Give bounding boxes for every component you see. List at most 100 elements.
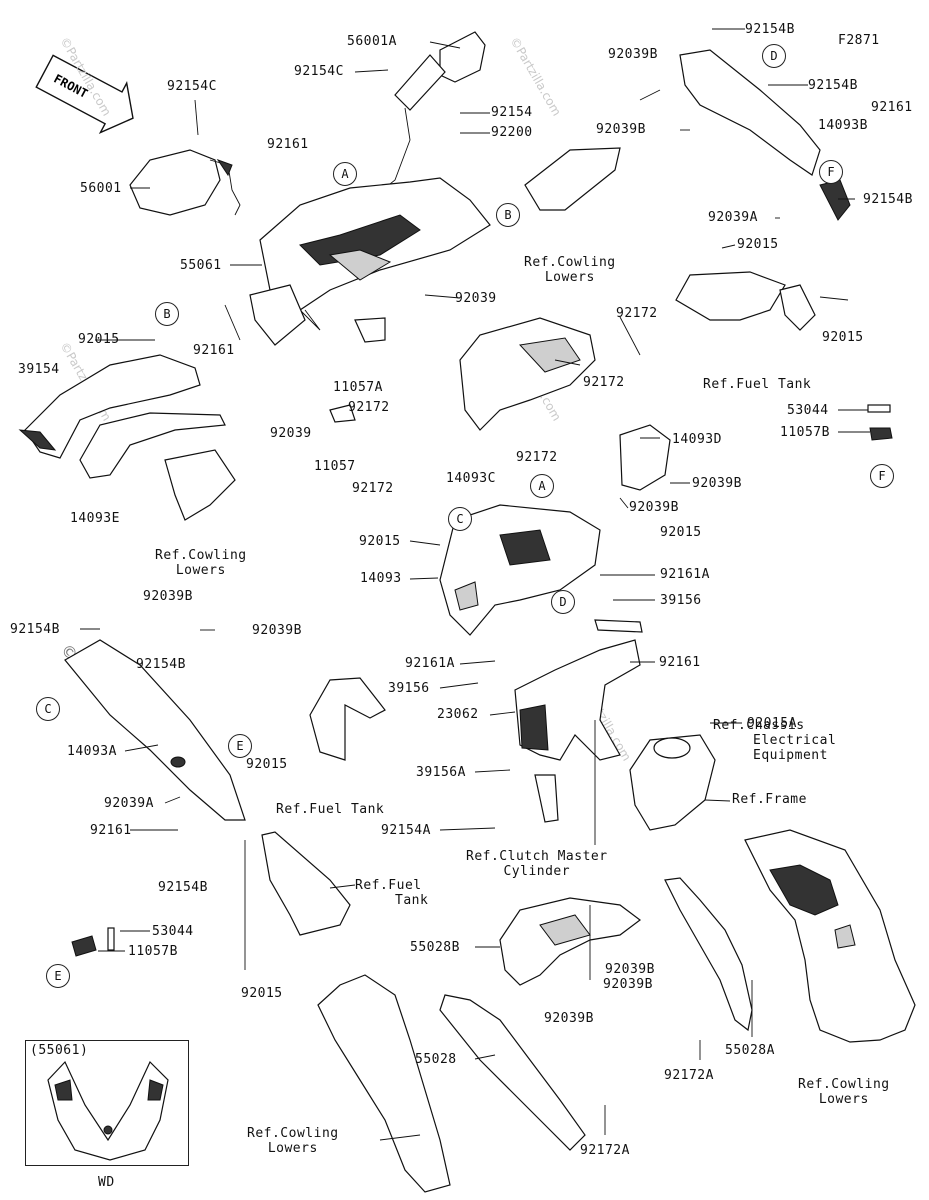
bracket-23062 bbox=[514, 619, 643, 823]
front-arrow-icon: FRONT bbox=[35, 54, 134, 135]
part-label: 55028 bbox=[415, 1052, 457, 1067]
callout-a: A bbox=[530, 474, 554, 498]
ref-fuel-tank: Ref.Fuel Tank bbox=[276, 802, 385, 817]
ref-chassis-electrical: Ref.Chassis Electrical Equipment bbox=[713, 718, 836, 763]
callout-f: F bbox=[819, 160, 843, 184]
part-label: 14093B bbox=[818, 118, 868, 133]
part-label: 92154 bbox=[491, 105, 533, 120]
part-label: 92015 bbox=[737, 237, 779, 252]
part-label: 92172A bbox=[664, 1068, 714, 1083]
part-label: 39156 bbox=[660, 593, 702, 608]
part-label: 11057A bbox=[333, 380, 383, 395]
part-label: 92154A bbox=[381, 823, 431, 838]
part-label: 92154C bbox=[294, 64, 344, 79]
part-label: 92039B bbox=[544, 1011, 594, 1026]
callout-c: C bbox=[448, 507, 472, 531]
fuel-tank-piece-mid bbox=[261, 831, 351, 936]
fuel-tank-piece-left bbox=[309, 677, 386, 761]
ref-line: Ref.Cowling bbox=[247, 1126, 339, 1141]
ref-line: Electrical bbox=[753, 733, 837, 748]
part-label: 92154B bbox=[745, 22, 795, 37]
callout-d: D bbox=[762, 44, 786, 68]
part-label: 55028A bbox=[725, 1043, 775, 1058]
part-label: 14093D bbox=[672, 432, 722, 447]
inner-panel-55028A bbox=[664, 877, 753, 1032]
part-label: 92039B bbox=[692, 476, 742, 491]
part-label: 92154B bbox=[158, 880, 208, 895]
part-label: 14093E bbox=[70, 511, 120, 526]
part-label: 53044 bbox=[152, 924, 194, 939]
part-label: 55061 bbox=[180, 258, 222, 273]
ref-frame: Ref.Frame bbox=[732, 792, 807, 807]
part-label: 92039B bbox=[252, 623, 302, 638]
part-label: 53044 bbox=[787, 403, 829, 418]
ref-fuel-tank: Ref.Fuel Tank bbox=[703, 377, 812, 392]
part-label: 92172 bbox=[348, 400, 390, 415]
callout-b: B bbox=[496, 203, 520, 227]
inset-caption: WD bbox=[98, 1175, 115, 1190]
part-label: 11057B bbox=[128, 944, 178, 959]
ref-fuel-tank: Ref.Fuel Tank bbox=[355, 878, 428, 908]
ref-clutch-master: Ref.Clutch Master Cylinder bbox=[466, 849, 608, 879]
part-label: 92015 bbox=[660, 525, 702, 540]
part-label: 92039A bbox=[708, 210, 758, 225]
part-label: 92015 bbox=[241, 986, 283, 1001]
part-label: 92039B bbox=[596, 122, 646, 137]
inner-cover-14093E bbox=[79, 412, 236, 521]
part-label: 92154C bbox=[167, 79, 217, 94]
part-label: 92039B bbox=[629, 500, 679, 515]
callout-f: F bbox=[870, 464, 894, 488]
callout-e: E bbox=[46, 964, 70, 988]
inset-title: (55061) bbox=[30, 1043, 89, 1058]
part-label: 92015 bbox=[359, 534, 401, 549]
ref-line: Cylinder bbox=[503, 864, 571, 879]
part-label: 92039 bbox=[455, 291, 497, 306]
ref-line: Ref.Cowling bbox=[155, 548, 247, 563]
part-label: 14093 bbox=[360, 571, 402, 586]
inner-cover-14093D bbox=[619, 424, 671, 491]
part-label: 92200 bbox=[491, 125, 533, 140]
ref-line: Lowers bbox=[175, 563, 226, 578]
part-label: 56001A bbox=[347, 34, 397, 49]
mirror-left bbox=[129, 149, 241, 216]
frame-piece bbox=[629, 734, 716, 831]
inner-panel-55028B bbox=[499, 897, 641, 986]
side-cover-14093A bbox=[64, 639, 246, 821]
ref-line: Ref.Cowling bbox=[524, 255, 616, 270]
part-label: 92161 bbox=[659, 655, 701, 670]
part-label: 92154B bbox=[863, 192, 913, 207]
side-cover-14093B bbox=[679, 49, 851, 221]
part-label: 92172 bbox=[516, 450, 558, 465]
ref-line: Lowers bbox=[267, 1141, 318, 1156]
part-label: 92161 bbox=[193, 343, 235, 358]
inner-panel-14093C bbox=[459, 317, 596, 431]
part-label: 92172 bbox=[616, 306, 658, 321]
part-label: 56001 bbox=[80, 181, 122, 196]
callout-c: C bbox=[36, 697, 60, 721]
part-label: 92015 bbox=[822, 330, 864, 345]
bracket-right bbox=[867, 404, 893, 441]
ref-line: Lowers bbox=[544, 270, 595, 285]
part-label: 92161 bbox=[871, 100, 913, 115]
inset-box bbox=[25, 1040, 189, 1166]
inset-cowling bbox=[47, 1060, 169, 1161]
part-label: 14093A bbox=[67, 744, 117, 759]
cowling-piece-top bbox=[524, 147, 621, 211]
part-label: 92161 bbox=[267, 137, 309, 152]
cowling-lower-left bbox=[317, 974, 451, 1193]
part-label: 92172 bbox=[583, 375, 625, 390]
ref-cowling-lowers: Ref.Cowling Lowers bbox=[247, 1126, 339, 1156]
callout-a: A bbox=[333, 162, 357, 186]
part-label: 92039A bbox=[104, 796, 154, 811]
inner-panel-55028 bbox=[439, 994, 586, 1151]
ref-line: Equipment bbox=[753, 748, 828, 763]
part-label: 23062 bbox=[437, 707, 479, 722]
ref-line: Ref.Fuel bbox=[355, 878, 422, 893]
bracket-left bbox=[71, 927, 115, 957]
ref-line: Ref.Clutch Master bbox=[466, 849, 608, 864]
fuel-tank-cover-right bbox=[675, 271, 816, 331]
part-label: 92039B bbox=[608, 47, 658, 62]
part-label: 92039B bbox=[605, 962, 655, 977]
